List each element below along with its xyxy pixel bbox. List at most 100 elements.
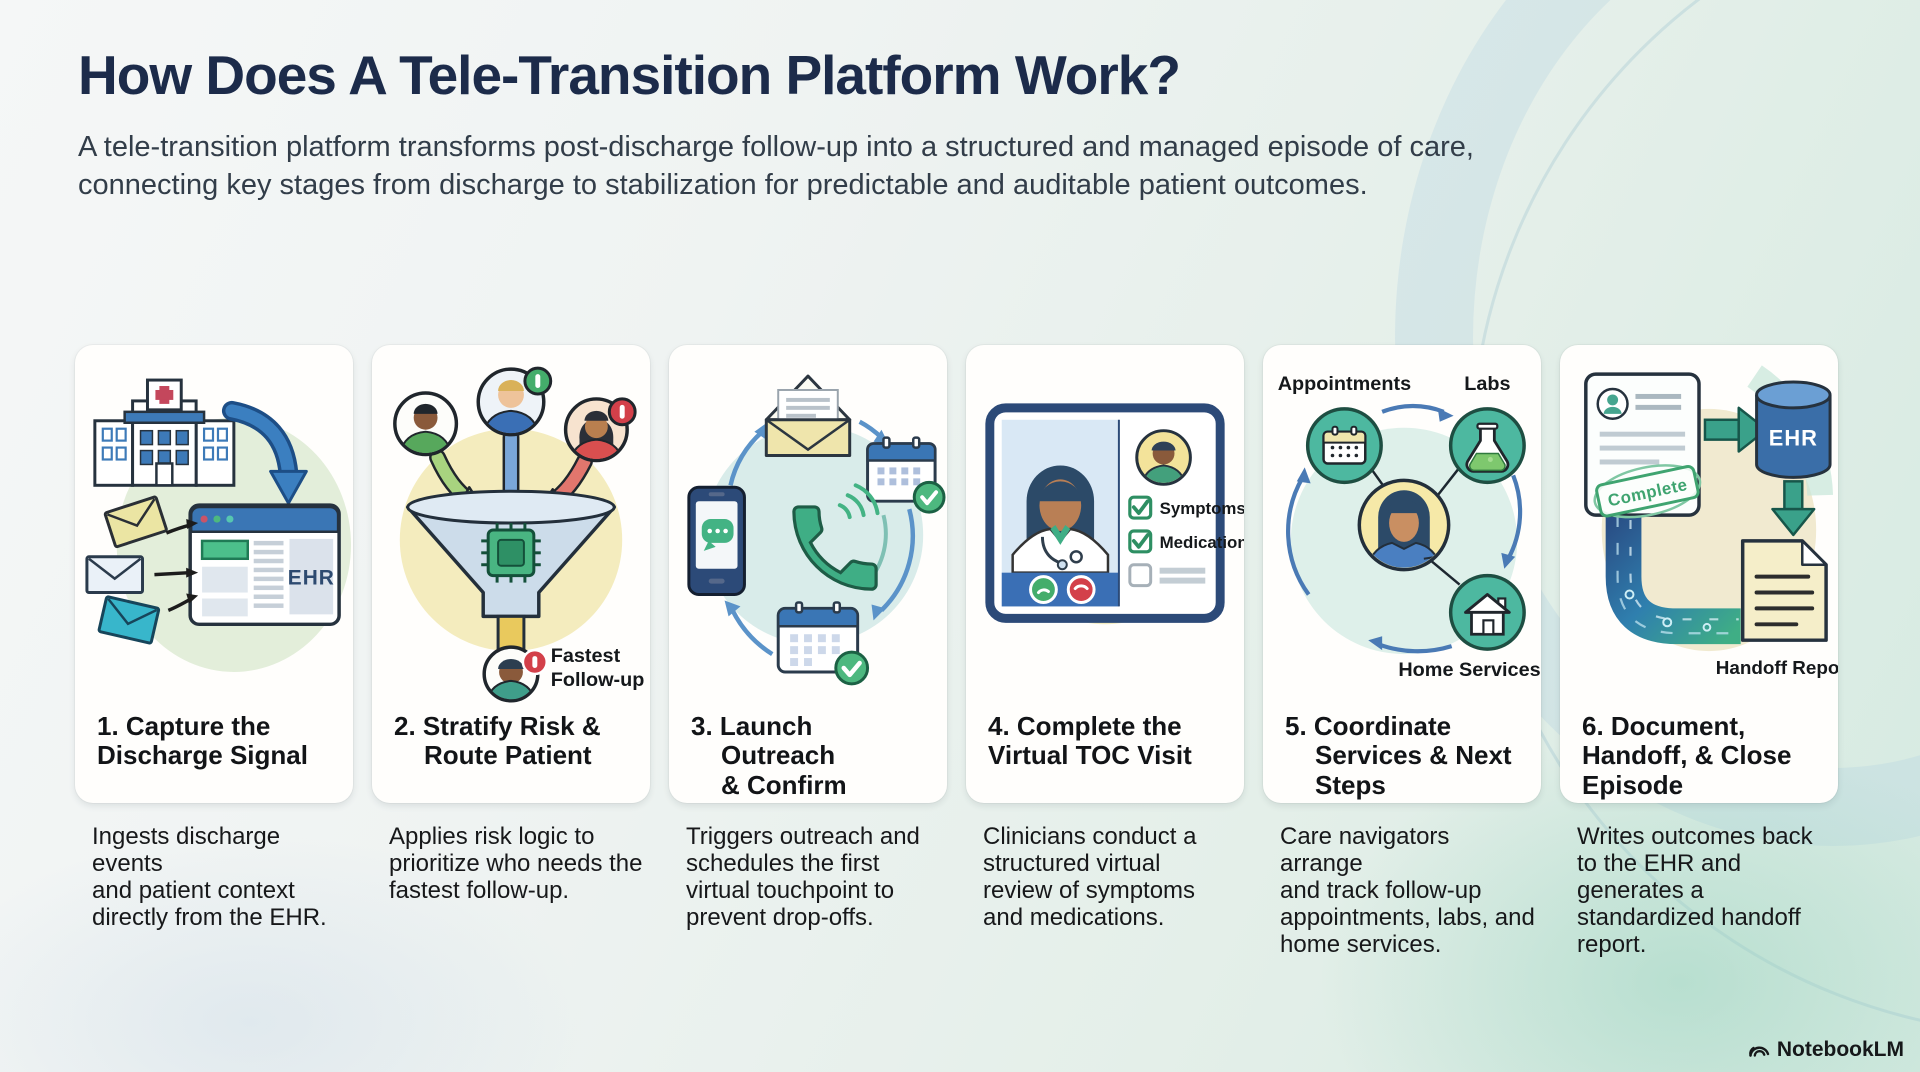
risk-funnel-illustration: Fastest Follow-up xyxy=(393,366,644,703)
ehr-label: EHR xyxy=(288,567,335,590)
step-card-2: Fastest Follow-up 2. Stratify Risk & Rou… xyxy=(372,345,650,803)
step-card-5: Appointments Labs Home Services xyxy=(1263,345,1541,803)
handoff-closeout-illustration: Complete EHR xyxy=(1584,365,1838,678)
coordination-cycle-arrows xyxy=(1286,404,1523,654)
symptoms-checkbox-row: Symptoms xyxy=(1128,495,1244,520)
step-5-title: 5. Coordinate Services & Next Steps xyxy=(1285,711,1512,800)
appointments-label: Appointments xyxy=(1278,373,1411,395)
step-column-5: Appointments Labs Home Services xyxy=(1263,345,1541,959)
steps-row: EHR xyxy=(75,345,1838,959)
hospital-to-ehr-illustration: EHR xyxy=(85,378,352,672)
green-arrow-down xyxy=(1771,480,1816,537)
medications-label: Medications xyxy=(1160,533,1244,552)
step-1-title: 1. Capture the Discharge Signal xyxy=(97,711,308,771)
notebooklm-logo-icon xyxy=(1748,1046,1770,1057)
home-services-node xyxy=(1448,573,1526,651)
handoff-report-label: Handoff Report xyxy=(1716,657,1838,678)
page-title: How Does A Tele-Transition Platform Work… xyxy=(78,44,1181,106)
flask-icon xyxy=(1465,422,1510,473)
phone-call-icon xyxy=(792,483,880,591)
notebooklm-label: NotebookLM xyxy=(1776,1038,1904,1061)
step-column-1: EHR xyxy=(75,345,353,959)
white-envelope-icon xyxy=(85,555,145,595)
step-4-description: Clinicians conduct a structured virtual … xyxy=(983,823,1197,932)
step-3-title: 3. Launch Outreach & Confirm Engagement xyxy=(691,711,877,803)
ehr-browser-window: EHR xyxy=(188,503,341,627)
funnel-stem xyxy=(496,614,526,652)
appointments-node xyxy=(1305,407,1383,485)
step-1-description: Ingests discharge events and patient con… xyxy=(92,823,327,932)
answer-call-button xyxy=(1029,575,1058,604)
yellow-envelope-icon xyxy=(103,495,168,549)
urgent-badge xyxy=(521,648,548,676)
step-5-description: Care navigators arrange and track follow… xyxy=(1280,823,1535,959)
virtual-visit-illustration: Symptoms Medications xyxy=(985,403,1244,625)
calendar-check-icon-right xyxy=(866,436,946,514)
step-column-3: 3. Launch Outreach & Confirm Engagement … xyxy=(669,345,947,959)
step-column-6: Complete EHR xyxy=(1560,345,1838,959)
step-card-3: 3. Launch Outreach & Confirm Engagement xyxy=(669,345,947,803)
calendar-icon xyxy=(1322,425,1367,465)
chip-icon xyxy=(481,523,541,583)
empty-checkbox-row xyxy=(1128,563,1206,588)
patient-avatar xyxy=(1135,429,1192,486)
fastest-followup-label-line1: Fastest xyxy=(551,645,621,667)
home-services-label: Home Services xyxy=(1398,659,1540,681)
care-navigator-avatar xyxy=(1357,478,1451,572)
ehr-database-icon: EHR xyxy=(1755,380,1832,479)
subtitle-line-1: A tele-transition platform transforms po… xyxy=(78,131,1474,164)
step-2-description: Applies risk logic to prioritize who nee… xyxy=(389,823,643,905)
medications-checkbox-row: Medications xyxy=(1128,529,1244,554)
check-badge xyxy=(834,650,870,686)
step-6-description: Writes outcomes back to the EHR and gene… xyxy=(1577,823,1813,959)
notebooklm-watermark: NotebookLM xyxy=(1747,1038,1904,1062)
check-badge xyxy=(912,480,946,514)
step-6-title: 6. Document, Handoff, & Close Episode xyxy=(1582,711,1792,800)
call-controls-bar xyxy=(1001,572,1119,607)
outreach-cycle-illustration xyxy=(687,374,946,686)
end-call-button xyxy=(1066,575,1096,604)
ehr-database-label: EHR xyxy=(1769,426,1818,451)
step-3-description: Triggers outreach and schedules the firs… xyxy=(686,823,920,932)
step-4-title: 4. Complete the Virtual TOC Visit xyxy=(988,711,1192,771)
video-call-screen: Symptoms Medications xyxy=(985,403,1244,623)
symptoms-label: Symptoms xyxy=(1160,499,1244,518)
curved-arrow-icon xyxy=(221,400,308,505)
open-envelope-icon xyxy=(764,374,852,458)
patient-avatar-blue xyxy=(476,366,553,437)
step-column-2: Fastest Follow-up 2. Stratify Risk & Rou… xyxy=(372,345,650,959)
patient-avatar-green xyxy=(393,391,459,457)
green-arrow-right xyxy=(1703,406,1768,453)
step-2-title: 2. Stratify Risk & Route Patient xyxy=(394,711,601,771)
signal-waves xyxy=(837,483,880,520)
routed-patient-avatar xyxy=(482,645,548,703)
labs-label: Labs xyxy=(1464,373,1510,395)
funnel-icon xyxy=(406,489,616,619)
chat-bubble-icon xyxy=(701,519,734,551)
red-status-badge xyxy=(607,397,637,427)
house-icon xyxy=(1464,593,1511,636)
window-dot-teal xyxy=(226,515,234,523)
step-card-6: Complete EHR xyxy=(1560,345,1838,803)
step-card-1: EHR xyxy=(75,345,353,803)
handoff-report-document xyxy=(1740,539,1828,642)
labs-node xyxy=(1448,407,1526,485)
smartphone-sms-icon xyxy=(687,485,746,597)
green-status-badge xyxy=(523,366,553,396)
step-card-4: Symptoms Medications xyxy=(966,345,1244,803)
subtitle-line-2: connecting key stages from discharge to … xyxy=(78,168,1368,201)
patient-avatar-red xyxy=(563,397,637,463)
inbound-arrows xyxy=(154,519,199,613)
red-cross-icon xyxy=(155,386,174,404)
window-dot-green xyxy=(213,515,221,523)
step-column-4: Symptoms Medications xyxy=(966,345,1244,959)
clinician-avatar xyxy=(1011,465,1110,574)
hospital-icon xyxy=(93,378,236,487)
care-coordination-illustration: Appointments Labs Home Services xyxy=(1278,373,1541,681)
teal-envelope-icon xyxy=(97,595,161,645)
page-subtitle: A tele-transition platform transforms po… xyxy=(78,129,1638,204)
window-dot-red xyxy=(200,515,208,523)
patient-record-document: Complete xyxy=(1584,372,1702,519)
calendar-check-icon-bottom xyxy=(776,601,870,686)
